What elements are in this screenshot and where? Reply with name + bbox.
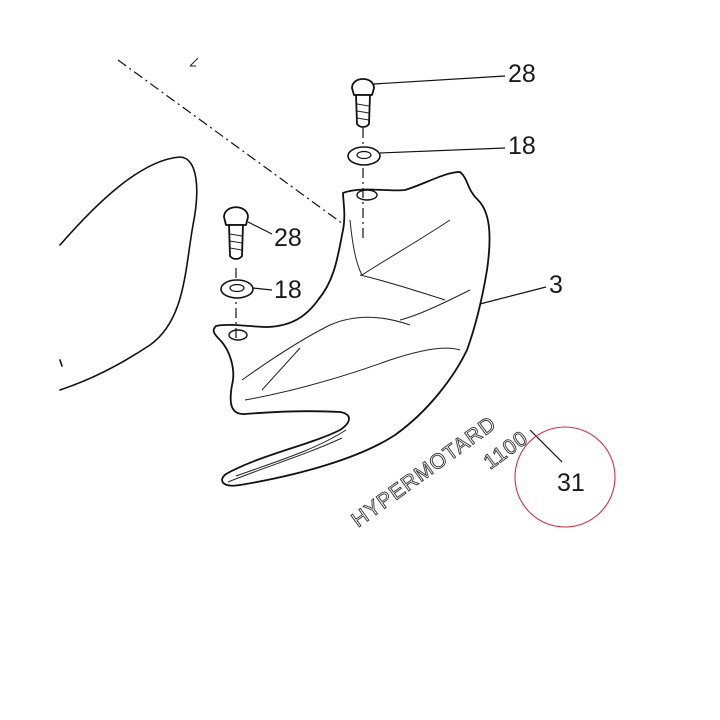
leader-washer-top — [379, 147, 506, 154]
callout-bolt-left: 28 — [274, 224, 302, 252]
leader-washer-left — [252, 287, 273, 291]
washer-top-icon — [347, 146, 381, 166]
leader-panel — [479, 286, 547, 305]
callout-bolt-top: 28 — [508, 60, 536, 88]
seat-outline — [59, 156, 198, 391]
highlight-circle — [514, 426, 616, 528]
side-panel — [212, 171, 491, 487]
leader-bolt-top — [373, 75, 506, 85]
mount-hole-left — [228, 329, 248, 341]
mount-hole-top — [356, 189, 378, 201]
callout-panel: 3 — [549, 271, 563, 299]
seat-edge-mark — [59, 359, 63, 367]
arrow-mark — [189, 57, 199, 67]
leader-decal — [529, 429, 563, 463]
leader-bolt-left — [247, 221, 273, 235]
callout-washer-left: 18 — [274, 276, 302, 304]
callout-decal: 31 — [557, 469, 585, 497]
washer-left-icon — [220, 279, 254, 299]
bolt-top-icon — [351, 78, 375, 128]
bolt-left-icon — [223, 206, 249, 260]
assembly-axis-line — [117, 59, 366, 241]
callout-washer-top: 18 — [508, 132, 536, 160]
